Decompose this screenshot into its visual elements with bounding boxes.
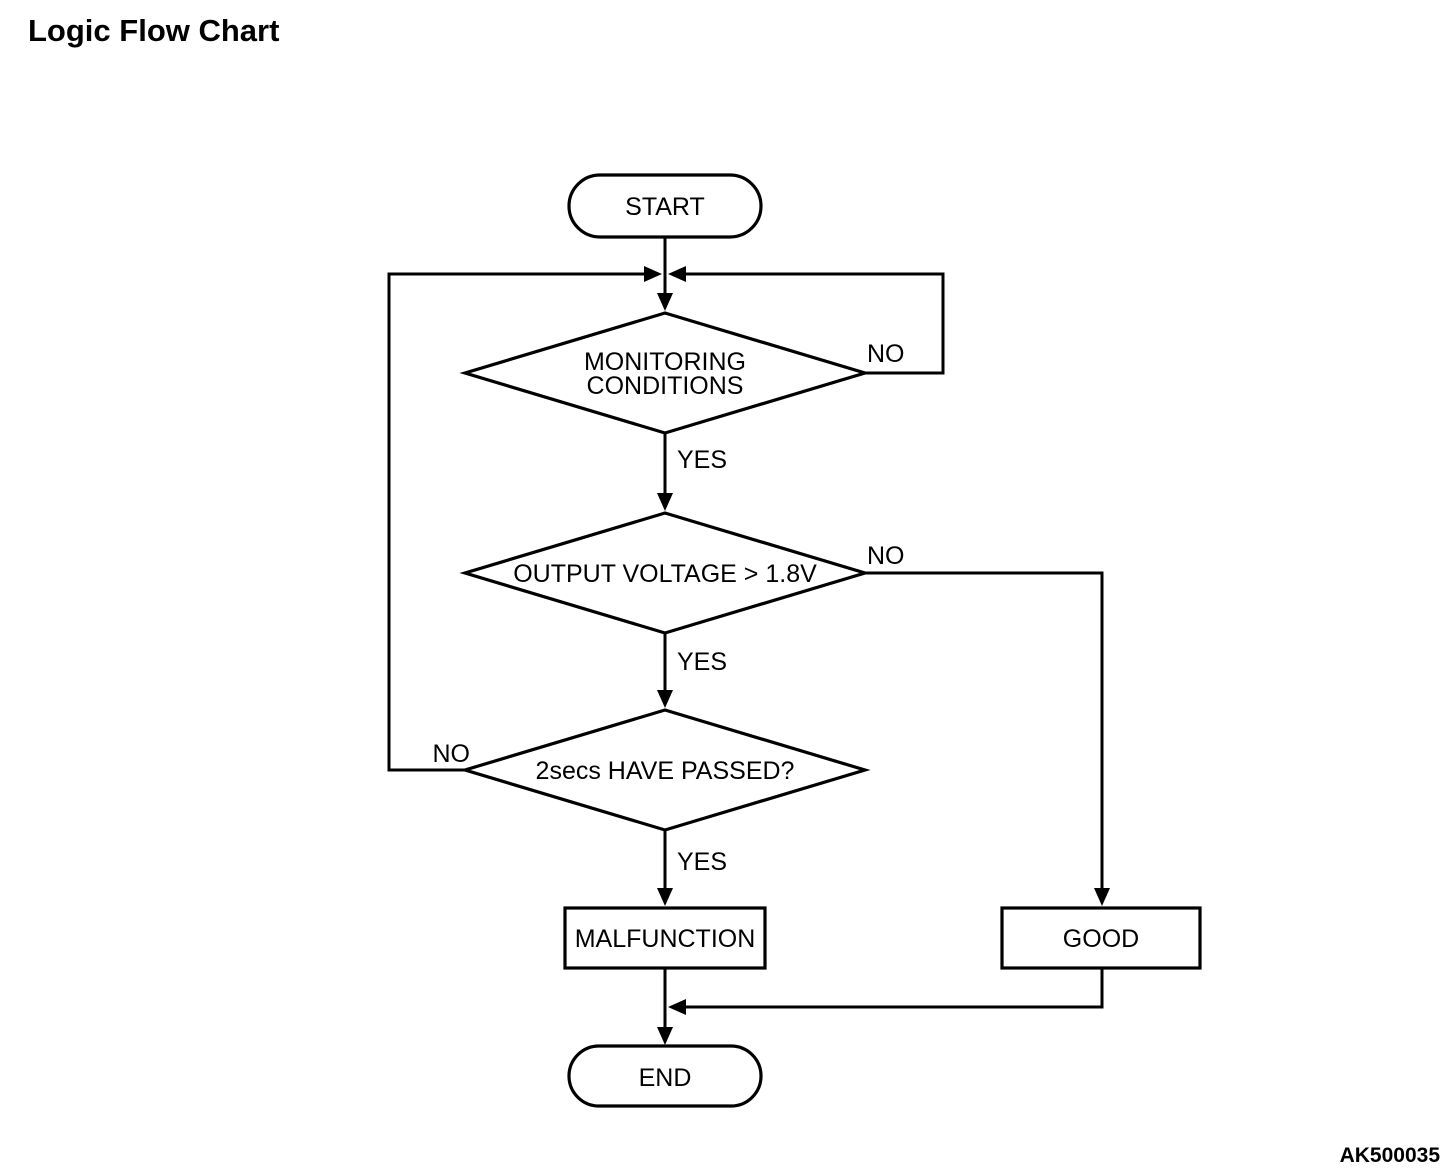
end-terminator-shape [567,1044,763,1108]
node-malfunction: MALFUNCTION [563,906,767,970]
node-output-voltage: OUTPUT VOLTAGE > 1.8V [459,511,871,635]
monitoring-conditions-label-line1: MONITORING [584,348,746,376]
end-label: END [639,1064,692,1092]
good-process-shape [1000,906,1202,970]
arrowhead-monitoring-no-into-junction-icon [668,266,686,282]
label-voltage-no: NO [867,542,905,570]
output-voltage-label: OUTPUT VOLTAGE > 1.8V [513,560,817,588]
label-monitoring-no: NO [867,340,905,368]
node-start: START [567,173,763,239]
start-terminator-shape [567,173,763,239]
label-voltage-yes: YES [677,648,727,676]
arrowhead-passed-no-into-junction-icon [644,266,662,282]
label-passed-no: NO [433,740,471,768]
edge-monitoring-no-loop [680,272,945,375]
arrowhead-into-passed-icon [657,690,673,708]
page-title: Logic Flow Chart [28,13,279,48]
2secs-passed-label: 2secs HAVE PASSED? [536,757,795,785]
node-monitoring-conditions: MONITORING CONDITIONS [459,311,871,435]
arrowhead-good-into-merge-icon [668,999,686,1015]
output-voltage-decision-shape [459,511,871,635]
arrowhead-into-monitoring-icon [657,293,673,311]
good-label: GOOD [1063,925,1139,953]
monitoring-conditions-label-line2: CONDITIONS [587,372,744,400]
monitoring-conditions-decision-shape [459,311,871,435]
label-monitoring-yes: YES [677,446,727,474]
edge-voltage-no [865,571,1104,895]
2secs-passed-decision-shape [459,708,871,832]
arrowhead-into-good-icon [1094,888,1110,906]
malfunction-process-shape [563,906,767,970]
node-end: END [567,1044,763,1108]
figure-code: AK500035 [1340,1144,1441,1167]
node-2secs-passed: 2secs HAVE PASSED? [459,708,871,832]
start-label: START [625,193,705,221]
edge-passed-no-loop [387,272,650,772]
edge-good-to-merge [680,968,1104,1009]
node-good: GOOD [1000,906,1202,970]
arrowhead-into-voltage-icon [657,493,673,511]
label-passed-yes: YES [677,848,727,876]
arrowhead-into-malfunction-icon [657,888,673,906]
arrowhead-into-end-icon [657,1027,673,1045]
malfunction-label: MALFUNCTION [575,925,756,953]
